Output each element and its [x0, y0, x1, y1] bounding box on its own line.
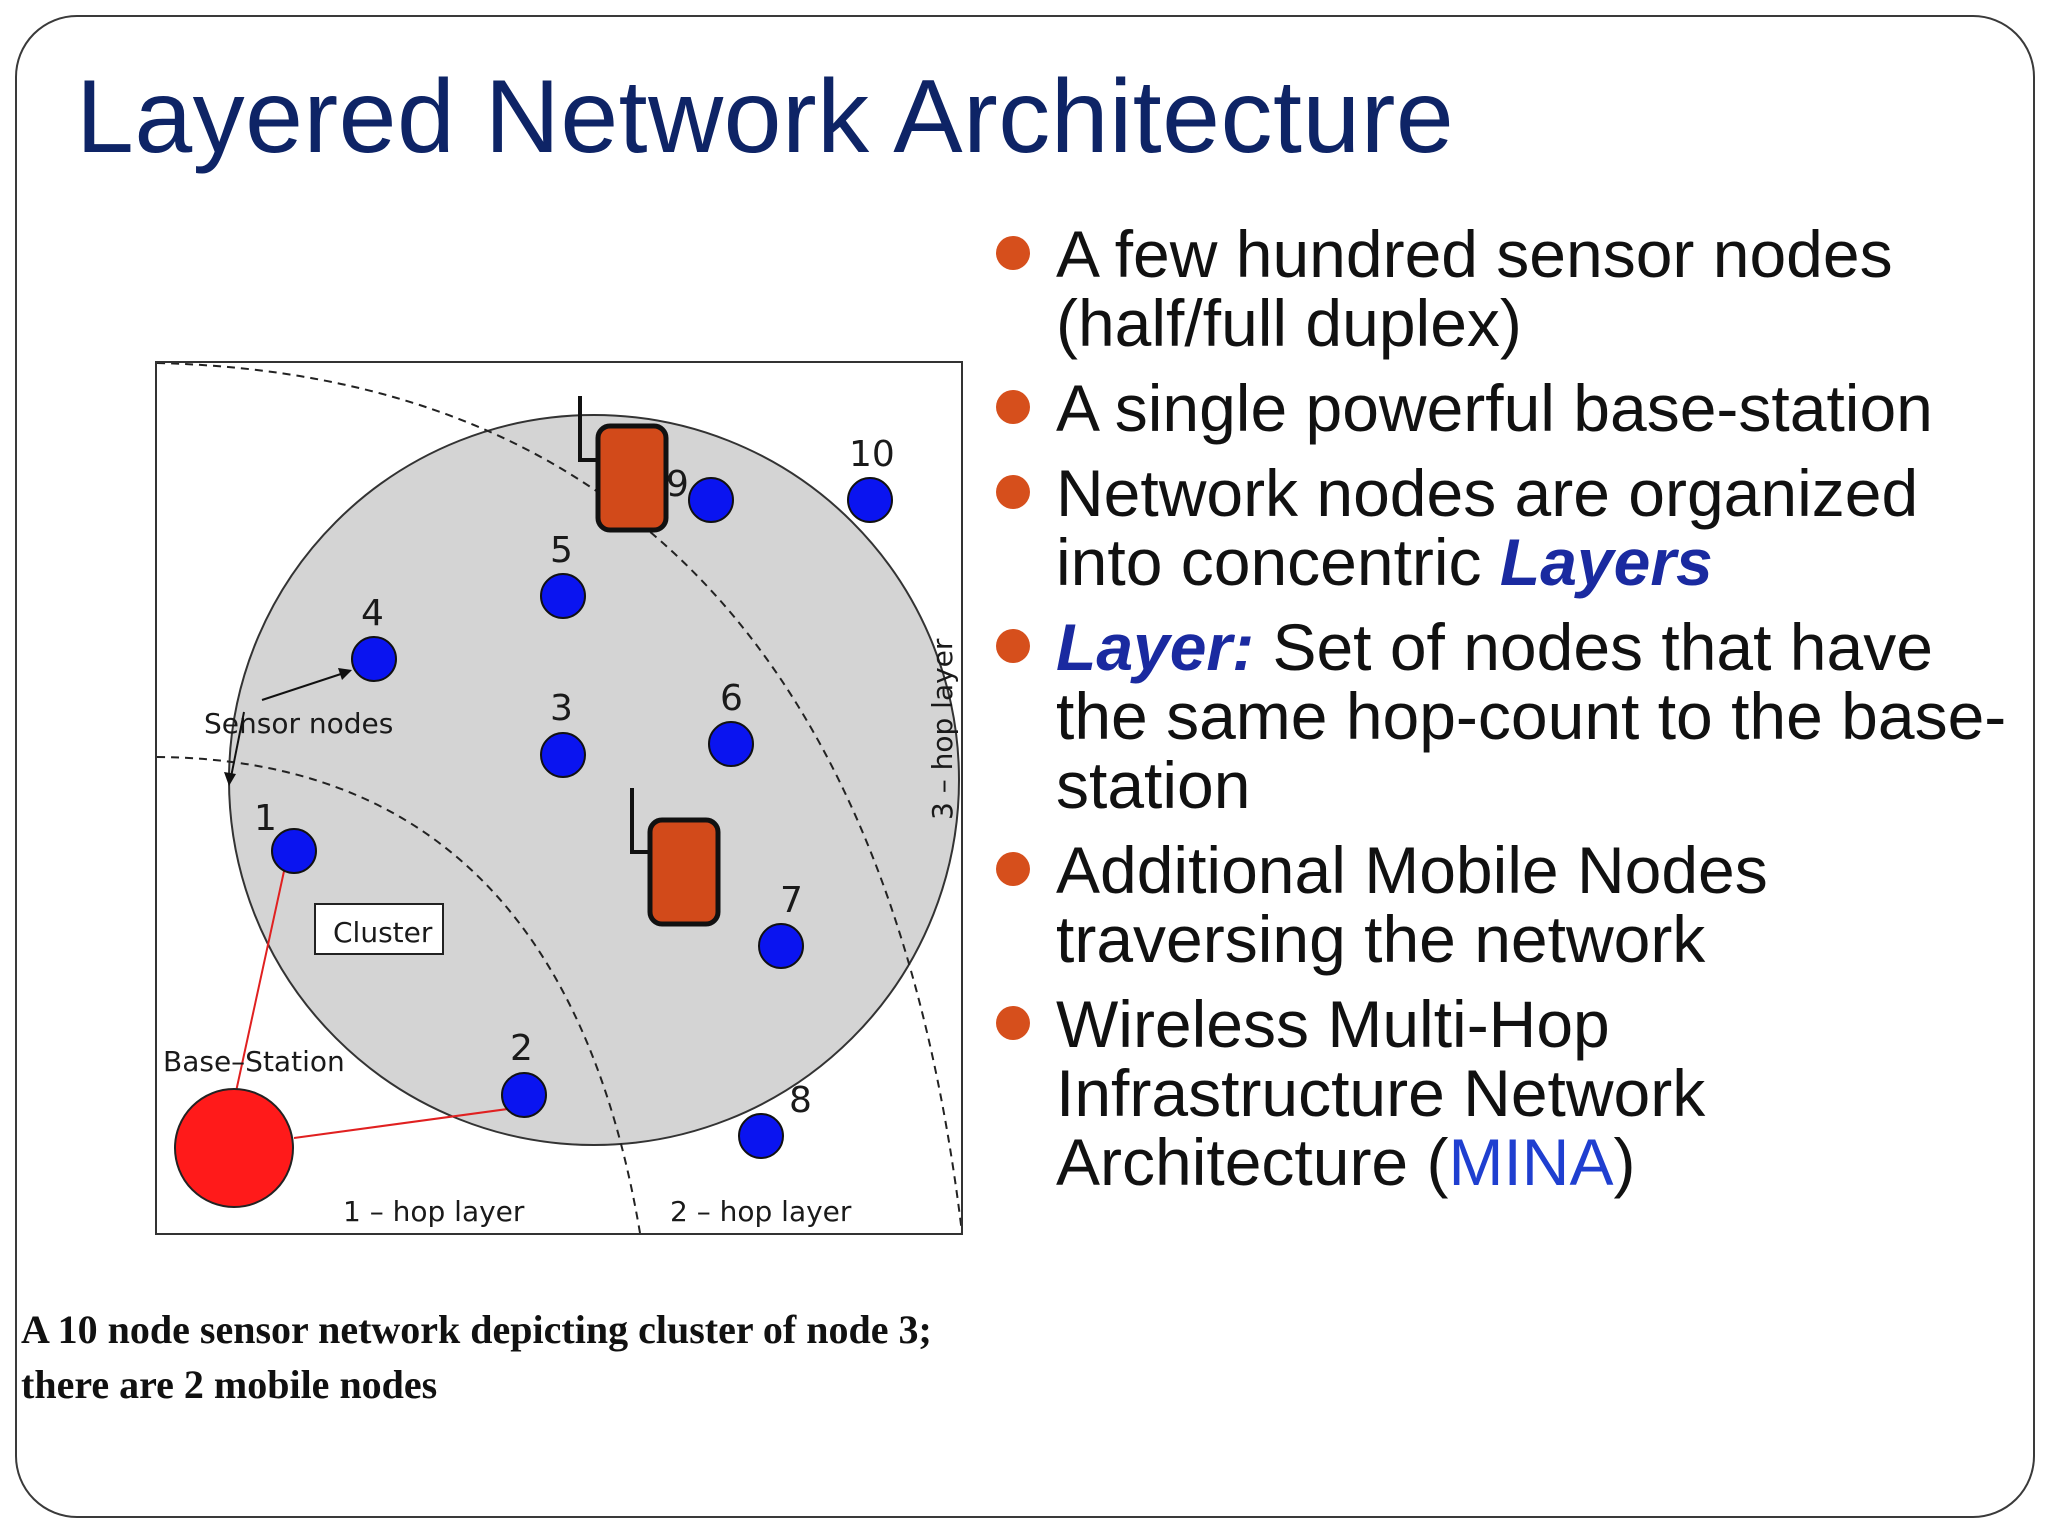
sensor-node-7 [758, 923, 804, 969]
bullet-text-prefix: Network nodes are organized into concent… [1056, 456, 1919, 599]
bullet-item-layers: Network nodes are organized into concent… [996, 459, 2016, 597]
bullet-dot-icon [996, 475, 1030, 509]
bullet-dot-icon [996, 1006, 1030, 1040]
sensor-nodes-label: Sensor nodes [204, 707, 393, 740]
sensor-node-3 [540, 732, 586, 778]
cluster-region [228, 414, 960, 1146]
sensor-node-10 [847, 477, 893, 523]
node-label-9: 9 [666, 464, 689, 505]
caption-line-2: there are 2 mobile nodes [21, 1362, 438, 1407]
mina-acronym: MINA [1448, 1125, 1614, 1199]
two-hop-layer-label: 2 – hop layer [670, 1195, 852, 1228]
two-hop-layer-boundary [157, 363, 961, 1233]
bullet-item-sensor-nodes: A few hundred sensor nodes (half/full du… [996, 220, 2016, 358]
figure-caption: A 10 node sensor network depicting clust… [21, 1302, 1121, 1412]
node-label-6: 6 [720, 678, 743, 719]
node-label-3: 3 [550, 688, 573, 729]
one-hop-layer-boundary [157, 756, 641, 1233]
slide-title: Layered Network Architecture [76, 59, 1455, 175]
bullet-dot-icon [996, 236, 1030, 270]
emphasis-layer: Layer: [1056, 610, 1255, 684]
bullet-dot-icon [996, 852, 1030, 886]
sensor-node-5 [540, 573, 586, 619]
bullet-item-base-station: A single powerful base-station [996, 374, 2016, 443]
sensor-node-2 [501, 1072, 547, 1118]
link-base-to-node-2 [293, 1107, 516, 1139]
emphasis-layers: Layers [1499, 525, 1713, 599]
node-label-8: 8 [789, 1080, 812, 1121]
node-label-1: 1 [254, 798, 277, 839]
bullet-item-mobile-nodes: Additional Mobile Nodes traversing the n… [996, 836, 2016, 974]
three-hop-layer-label: 3 – hop layer [926, 638, 959, 820]
sensor-node-9 [688, 477, 734, 523]
sensor-node-1 [271, 828, 317, 874]
sensor-node-6 [708, 721, 754, 767]
bullet-dot-icon [996, 629, 1030, 663]
sensor-node-8 [738, 1113, 784, 1159]
sensor-nodes-arrow-to-node-4 [261, 670, 351, 701]
sensor-nodes-arrow-to-node-1 [229, 711, 245, 783]
bullet-text-suffix: Set of nodes that have the same hop-coun… [1056, 610, 2007, 822]
bullet-text-suffix: ) [1613, 1125, 1636, 1199]
caption-line-1: A 10 node sensor network depicting clust… [21, 1307, 932, 1352]
one-hop-layer-label: 1 – hop layer [343, 1195, 525, 1228]
link-base-to-node-1 [226, 861, 287, 1134]
bullet-text: A few hundred sensor nodes (half/full du… [1056, 217, 1893, 360]
node-label-4: 4 [361, 593, 384, 634]
bullet-item-layer-definition: Layer: Set of nodes that have the same h… [996, 613, 2016, 820]
node-label-5: 5 [550, 530, 573, 571]
bullet-text: A single powerful base-station [1056, 371, 1933, 445]
arrowhead-node-4 [338, 668, 352, 680]
base-station [174, 1088, 294, 1208]
bullet-text-prefix: Wireless Multi-Hop Infrastructure Networ… [1056, 987, 1706, 1199]
sensor-node-4 [351, 636, 397, 682]
node-label-10: 10 [849, 434, 895, 475]
arrowhead-node-1 [224, 772, 236, 786]
node-label-7: 7 [780, 880, 803, 921]
bullet-list: A few hundred sensor nodes (half/full du… [996, 220, 2016, 1213]
bullet-item-mina: Wireless Multi-Hop Infrastructure Networ… [996, 990, 2016, 1197]
mobile-node-center [630, 788, 721, 927]
bullet-text: Additional Mobile Nodes traversing the n… [1056, 833, 1768, 976]
base-station-label: Base–Station [163, 1045, 345, 1078]
cluster-label-box [314, 903, 444, 955]
mobile-node-top [578, 396, 669, 533]
node-label-2: 2 [510, 1028, 533, 1069]
cluster-label: Cluster [333, 916, 433, 949]
bullet-dot-icon [996, 390, 1030, 424]
